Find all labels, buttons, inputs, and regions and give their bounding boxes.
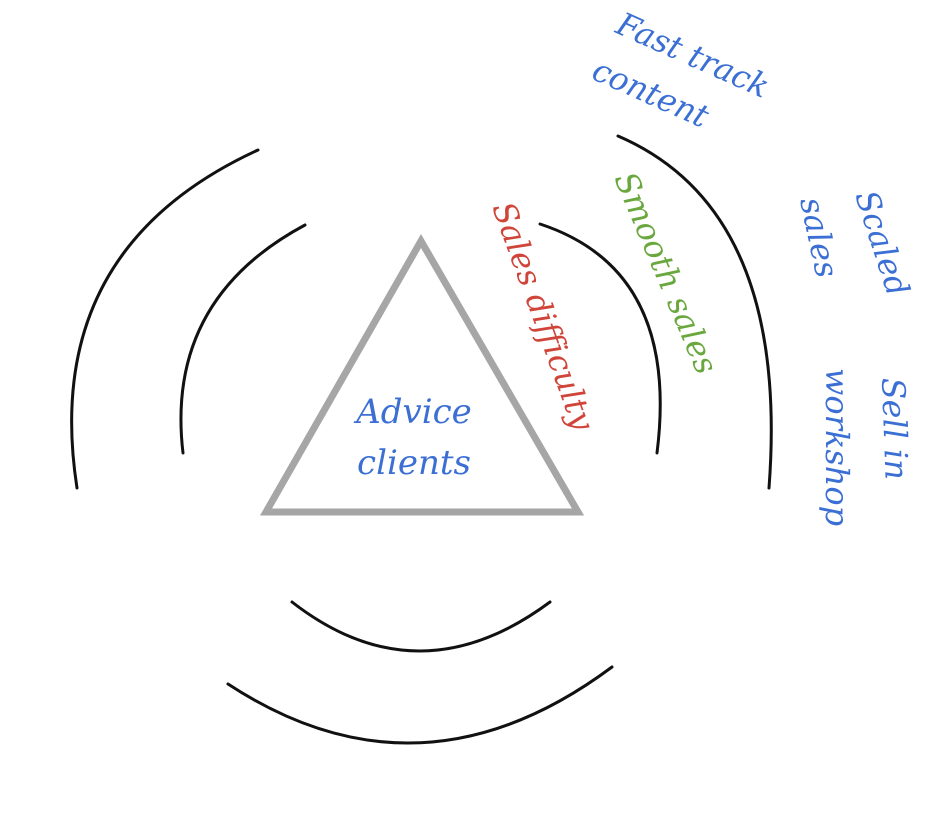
- arc-bottom-outer: [226, 665, 614, 745]
- label-sales-difficulty: Sales difficulty: [484, 197, 602, 436]
- arc-left-inner: [179, 223, 307, 455]
- arc-right-inner: [538, 222, 662, 455]
- center-triangle: [259, 233, 585, 516]
- arc-left-outer: [70, 148, 260, 490]
- label-smooth-sales: Smooth sales: [607, 166, 726, 379]
- label-scaled-line1: Scaled: [847, 186, 917, 301]
- label-scaled-line2: sales: [792, 194, 846, 281]
- center-label-line2: clients: [357, 443, 471, 483]
- center-label-line1: Advice: [353, 392, 472, 432]
- label-sell-in-line1: Sell in: [874, 377, 916, 481]
- label-sell-in-line2: workshop: [818, 368, 856, 526]
- arc-right-outer: [616, 134, 773, 490]
- arc-bottom-inner: [290, 600, 552, 653]
